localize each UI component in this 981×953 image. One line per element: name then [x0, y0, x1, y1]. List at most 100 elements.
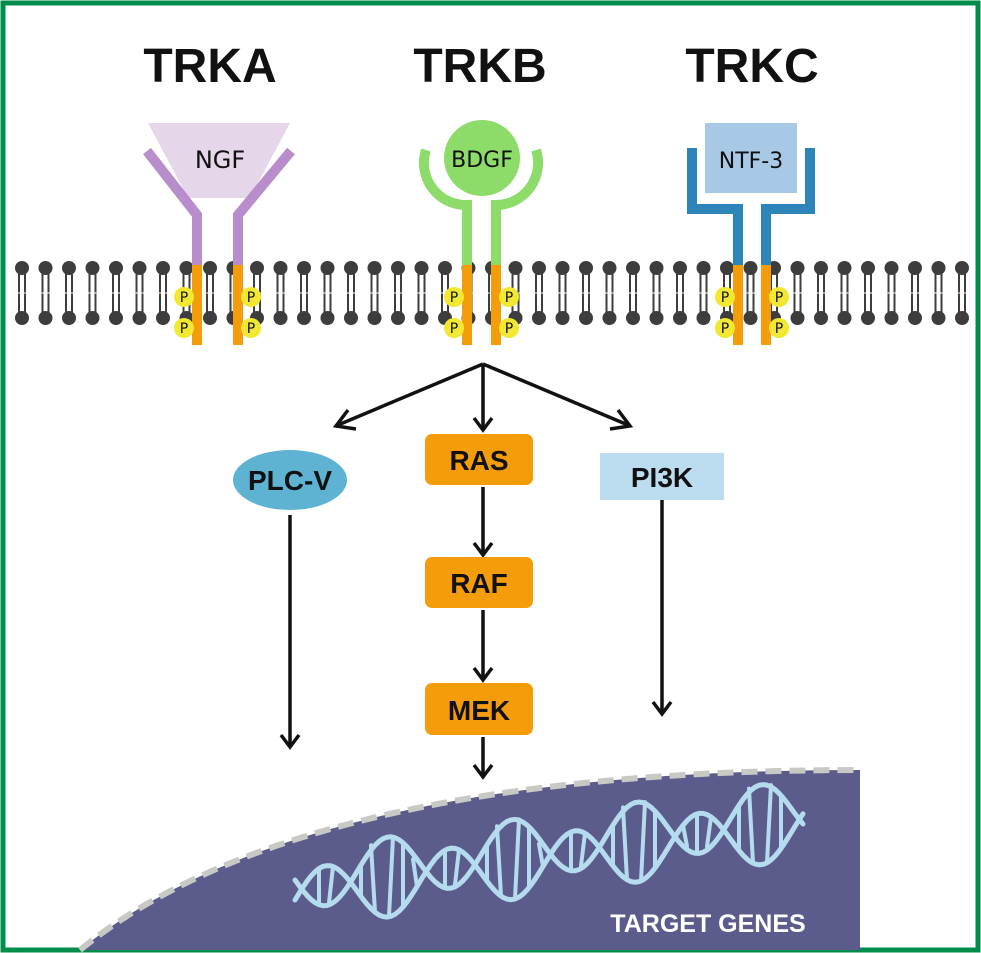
lipid-head	[931, 261, 946, 275]
dna-base-pair	[387, 834, 395, 919]
phosphate-icon	[769, 318, 789, 338]
phosphate-label: P	[450, 321, 458, 337]
lipid-head	[38, 311, 53, 325]
lipid-head	[297, 311, 311, 325]
lipid-head	[156, 311, 170, 325]
lipid-head	[602, 311, 617, 325]
lipid-head	[837, 311, 852, 325]
lipid-head	[673, 261, 687, 275]
bdgf-ligand	[444, 120, 520, 196]
phosphate-label: P	[505, 321, 513, 337]
lipid-head	[85, 261, 100, 275]
target-genes-label: TARGET GENES	[610, 910, 805, 938]
lipid-head	[391, 311, 405, 325]
phosphate-icon	[444, 287, 464, 307]
phosphate-label: P	[450, 290, 458, 306]
lipid-head	[414, 261, 429, 275]
lipid-head	[908, 261, 922, 275]
lipid-head	[344, 311, 358, 325]
lipid-head	[579, 261, 593, 275]
ntf3-label: NTF-3	[719, 149, 784, 174]
kinase-domain	[233, 265, 243, 345]
dna-base-pair	[579, 831, 587, 868]
lipid-head	[438, 261, 452, 275]
lipid-head	[579, 311, 593, 325]
pi3k-label: PI3K	[631, 462, 693, 493]
mek-node	[425, 683, 533, 735]
lipid-head	[790, 261, 805, 275]
phosphate-icon	[769, 287, 789, 307]
nuclear-envelope	[78, 767, 861, 953]
lipid-head	[62, 311, 76, 325]
lipid-head	[814, 311, 828, 325]
phosphate-label: P	[775, 290, 783, 306]
phosphate-icon	[241, 318, 261, 338]
mek-label: MEK	[448, 695, 510, 726]
phosphate-icon	[174, 318, 194, 338]
lipid-head	[156, 261, 170, 275]
kinase-domain	[462, 265, 472, 345]
dna-strand	[292, 782, 806, 909]
raf-label: RAF	[450, 568, 508, 599]
lipid-head	[814, 261, 828, 275]
dna-strand	[292, 810, 806, 920]
lipid-head	[391, 261, 405, 275]
lipid-head	[320, 261, 335, 275]
lipid-head	[908, 311, 922, 325]
lipid-head	[109, 261, 123, 275]
dna-base-pair	[621, 805, 629, 882]
phosphate-icon	[174, 287, 194, 307]
dna-base-pair	[681, 823, 689, 849]
lipid-head	[790, 311, 805, 325]
lipid-head	[743, 261, 758, 275]
lipid-head	[132, 261, 147, 275]
ngf-ligand	[148, 123, 290, 198]
lipid-head	[626, 311, 640, 325]
plc-node	[233, 450, 347, 510]
dna-base-pair	[495, 824, 503, 899]
phosphate-icon	[444, 318, 464, 338]
dna-base-pair	[639, 800, 647, 883]
lipid-head	[85, 311, 100, 325]
ras-label: RAS	[449, 445, 508, 476]
phosphate-label: P	[721, 290, 729, 306]
lipid-head	[837, 261, 852, 275]
phosphate-icon	[715, 318, 735, 338]
lipid-head	[15, 261, 29, 275]
dna-base-pair	[513, 817, 521, 901]
bdgf-label: BDGF	[451, 148, 513, 173]
lipid-head	[508, 261, 523, 275]
phosphate-label: P	[721, 321, 729, 337]
lipid-head	[720, 261, 734, 275]
kinase-domain	[192, 265, 202, 345]
lipid-head	[884, 311, 899, 325]
lipid-head	[414, 311, 429, 325]
lipid-head	[555, 311, 570, 325]
lipid-head	[203, 261, 217, 275]
phosphate-label: P	[180, 290, 188, 306]
trkb-receptor	[419, 148, 543, 265]
dna-base-pair	[747, 786, 755, 866]
phosphate-label: P	[775, 321, 783, 337]
lipid-head	[179, 261, 194, 275]
dna-base-pair	[765, 783, 773, 865]
lipid-head	[861, 311, 875, 325]
phosphate-icon	[715, 287, 735, 307]
trka-receptor	[143, 147, 295, 265]
lipid-head	[273, 311, 288, 325]
phosphate-icon	[241, 287, 261, 307]
lipid-head	[273, 261, 288, 275]
dna-base-pair	[705, 814, 713, 849]
phosphate-icon	[499, 318, 519, 338]
ras-node	[425, 434, 533, 485]
lipid-head	[861, 261, 875, 275]
raf-node	[425, 557, 533, 608]
ngf-label: NGF	[195, 146, 245, 174]
lipid-head	[649, 261, 664, 275]
lipid-head	[62, 261, 76, 275]
dna-base-pair	[369, 843, 377, 915]
lipid-head	[297, 261, 311, 275]
phosphate-label: P	[505, 290, 513, 306]
lipid-head	[649, 311, 664, 325]
